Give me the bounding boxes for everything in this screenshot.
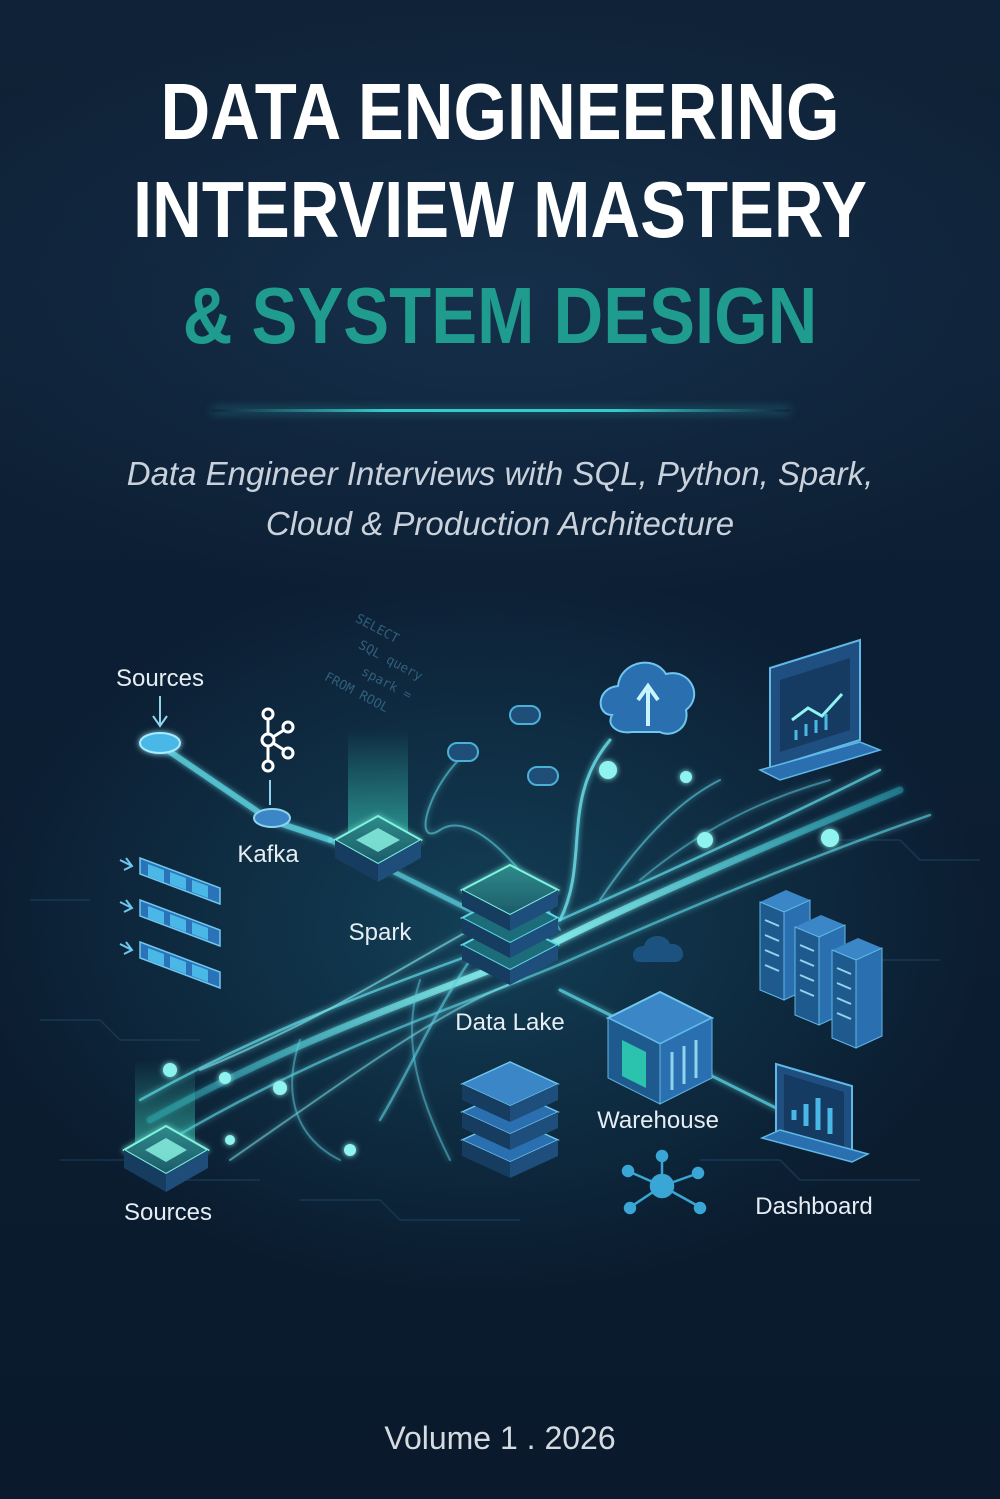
kafka-label: Kafka	[237, 841, 299, 868]
data-lake-label: Data Lake	[455, 1009, 564, 1036]
spark-node: Spark	[332, 730, 424, 946]
warehouse-icon: Warehouse	[597, 990, 719, 1134]
title-line-1: DATA ENGINEERING	[160, 67, 840, 156]
network-hub-icon	[621, 1149, 707, 1215]
pipeline-diagram: SELECT SQL query spark = FROM ROOL	[30, 611, 980, 1226]
sources-top-node: Sources	[116, 665, 204, 754]
data-lake-node: Data Lake	[455, 863, 565, 1036]
subtitle-line-1: Data Engineer Interviews with SQL, Pytho…	[126, 455, 874, 492]
title-line-3: & SYSTEM DESIGN	[182, 271, 818, 360]
cloud-upload-icon	[599, 661, 696, 735]
kafka-node: Kafka	[237, 780, 299, 868]
kafka-icon	[260, 707, 295, 773]
flow-pill-nodes	[447, 705, 559, 786]
title-line-2: INTERVIEW MASTERY	[133, 165, 867, 254]
code-watermark: SELECT SQL query spark = FROM ROOL	[322, 611, 425, 716]
source-server-stack	[119, 856, 221, 990]
dashboard-chart-icon: Dashboard	[755, 1062, 873, 1220]
title-divider	[212, 409, 790, 412]
data-flow-streams	[138, 738, 932, 1161]
sources-bottom-label: Sources	[124, 1199, 212, 1226]
subtitle-line-2: Cloud & Production Architecture	[265, 505, 735, 542]
warehouse-label: Warehouse	[597, 1107, 719, 1134]
sources-bottom-node: Sources	[121, 1060, 212, 1226]
small-cloud-icon	[632, 935, 684, 962]
spark-label: Spark	[349, 919, 413, 946]
dashboard-label: Dashboard	[755, 1193, 872, 1220]
server-rack-icon	[759, 890, 883, 1049]
database-stack-icon	[460, 1061, 560, 1178]
monitor-chart-icon	[757, 638, 883, 781]
volume-year: Volume 1 . 2026	[384, 1420, 616, 1456]
sources-top-label: Sources	[116, 665, 204, 692]
